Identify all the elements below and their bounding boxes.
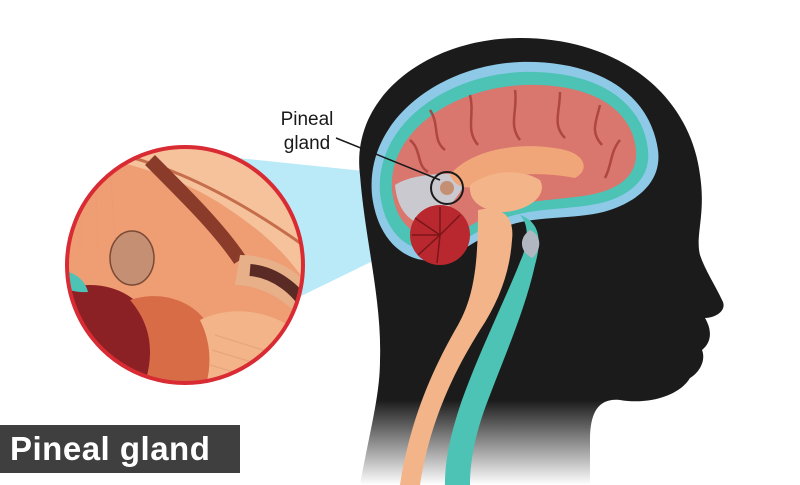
- callout-line-2: gland: [252, 132, 362, 156]
- callout-line-1: Pineal: [252, 108, 362, 132]
- pineal-gland-callout: Pineal gland: [252, 108, 362, 156]
- title-banner: Pineal gland: [0, 425, 240, 473]
